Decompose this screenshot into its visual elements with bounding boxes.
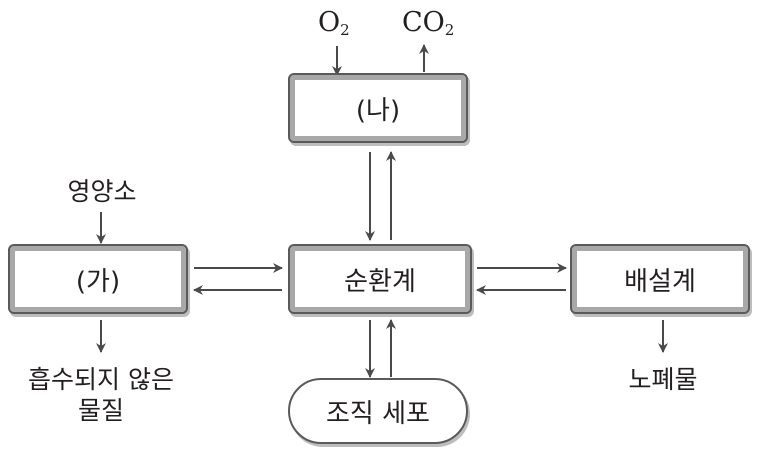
node-ga-label: (가) — [75, 266, 121, 297]
node-tissue-cell-label: 조직 세포 — [326, 398, 430, 429]
node-excretory: 배설계 — [570, 244, 750, 314]
node-tissue-cell: 조직 세포 — [288, 378, 468, 444]
nutrients-label: 영양소 — [67, 177, 137, 206]
unabsorbed-label: 흡수되지 않은 물질 — [6, 364, 196, 427]
unabsorbed-label-line1: 흡수되지 않은 — [28, 365, 174, 394]
node-circulatory-label: 순환계 — [344, 266, 416, 297]
waste-label: 노폐물 — [628, 365, 698, 394]
co2-label: CO2 — [402, 7, 455, 39]
node-na: (나) — [288, 73, 468, 143]
node-ga: (가) — [8, 244, 188, 314]
node-circulatory: 순환계 — [288, 244, 472, 314]
node-excretory-label: 배설계 — [624, 266, 696, 297]
unabsorbed-label-line2: 물질 — [77, 396, 124, 426]
o2-label: O2 — [318, 7, 350, 39]
node-na-label: (나) — [355, 95, 401, 126]
